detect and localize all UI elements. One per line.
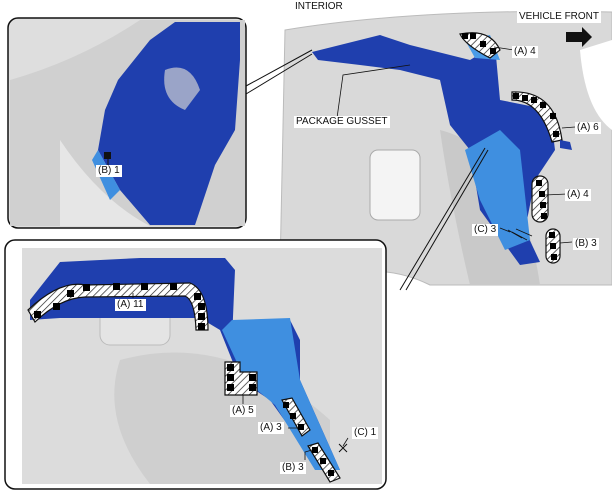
inset-gusset-part	[98, 22, 240, 225]
callout-a4-top: (A) 4	[512, 46, 538, 58]
weld-zone-a6	[511, 91, 563, 143]
main-view	[245, 10, 612, 291]
callout-c1: (C) 1	[352, 427, 379, 439]
vehicle-front-label: VEHICLE FRONT	[517, 11, 602, 23]
weld-zone-b3-main	[545, 228, 561, 264]
weld-zone-a4-mid	[531, 175, 549, 223]
callout-b3-inset: (B) 3	[280, 462, 306, 474]
weld-zone-a3	[281, 397, 311, 437]
callout-b1: (B) 1	[96, 165, 122, 177]
weld-zone-a4-top	[459, 32, 501, 59]
vehicle-front-arrow-icon	[566, 27, 592, 47]
weld-zone-b3-inset	[307, 442, 341, 483]
weld-zone-a11	[27, 282, 209, 331]
callout-a4-mid: (A) 4	[565, 189, 591, 201]
package-gusset-label: PACKAGE GUSSET	[294, 116, 390, 128]
callout-a5: (A) 5	[230, 405, 256, 417]
top-inset	[7, 17, 247, 229]
weld-point-c1	[338, 443, 348, 453]
weld-zone-a5	[224, 361, 258, 396]
weld-point-b1	[104, 152, 111, 159]
callout-a3: (A) 3	[258, 422, 284, 434]
inset-gusset-part-lower	[30, 258, 340, 470]
callout-a11: (A) 11	[115, 299, 146, 311]
bottom-inset	[4, 239, 387, 490]
callout-b3-main: (B) 3	[573, 238, 599, 250]
callout-a6: (A) 6	[575, 122, 601, 134]
interior-label: INTERIOR	[293, 1, 345, 13]
callout-c3: (C) 3	[472, 224, 499, 236]
